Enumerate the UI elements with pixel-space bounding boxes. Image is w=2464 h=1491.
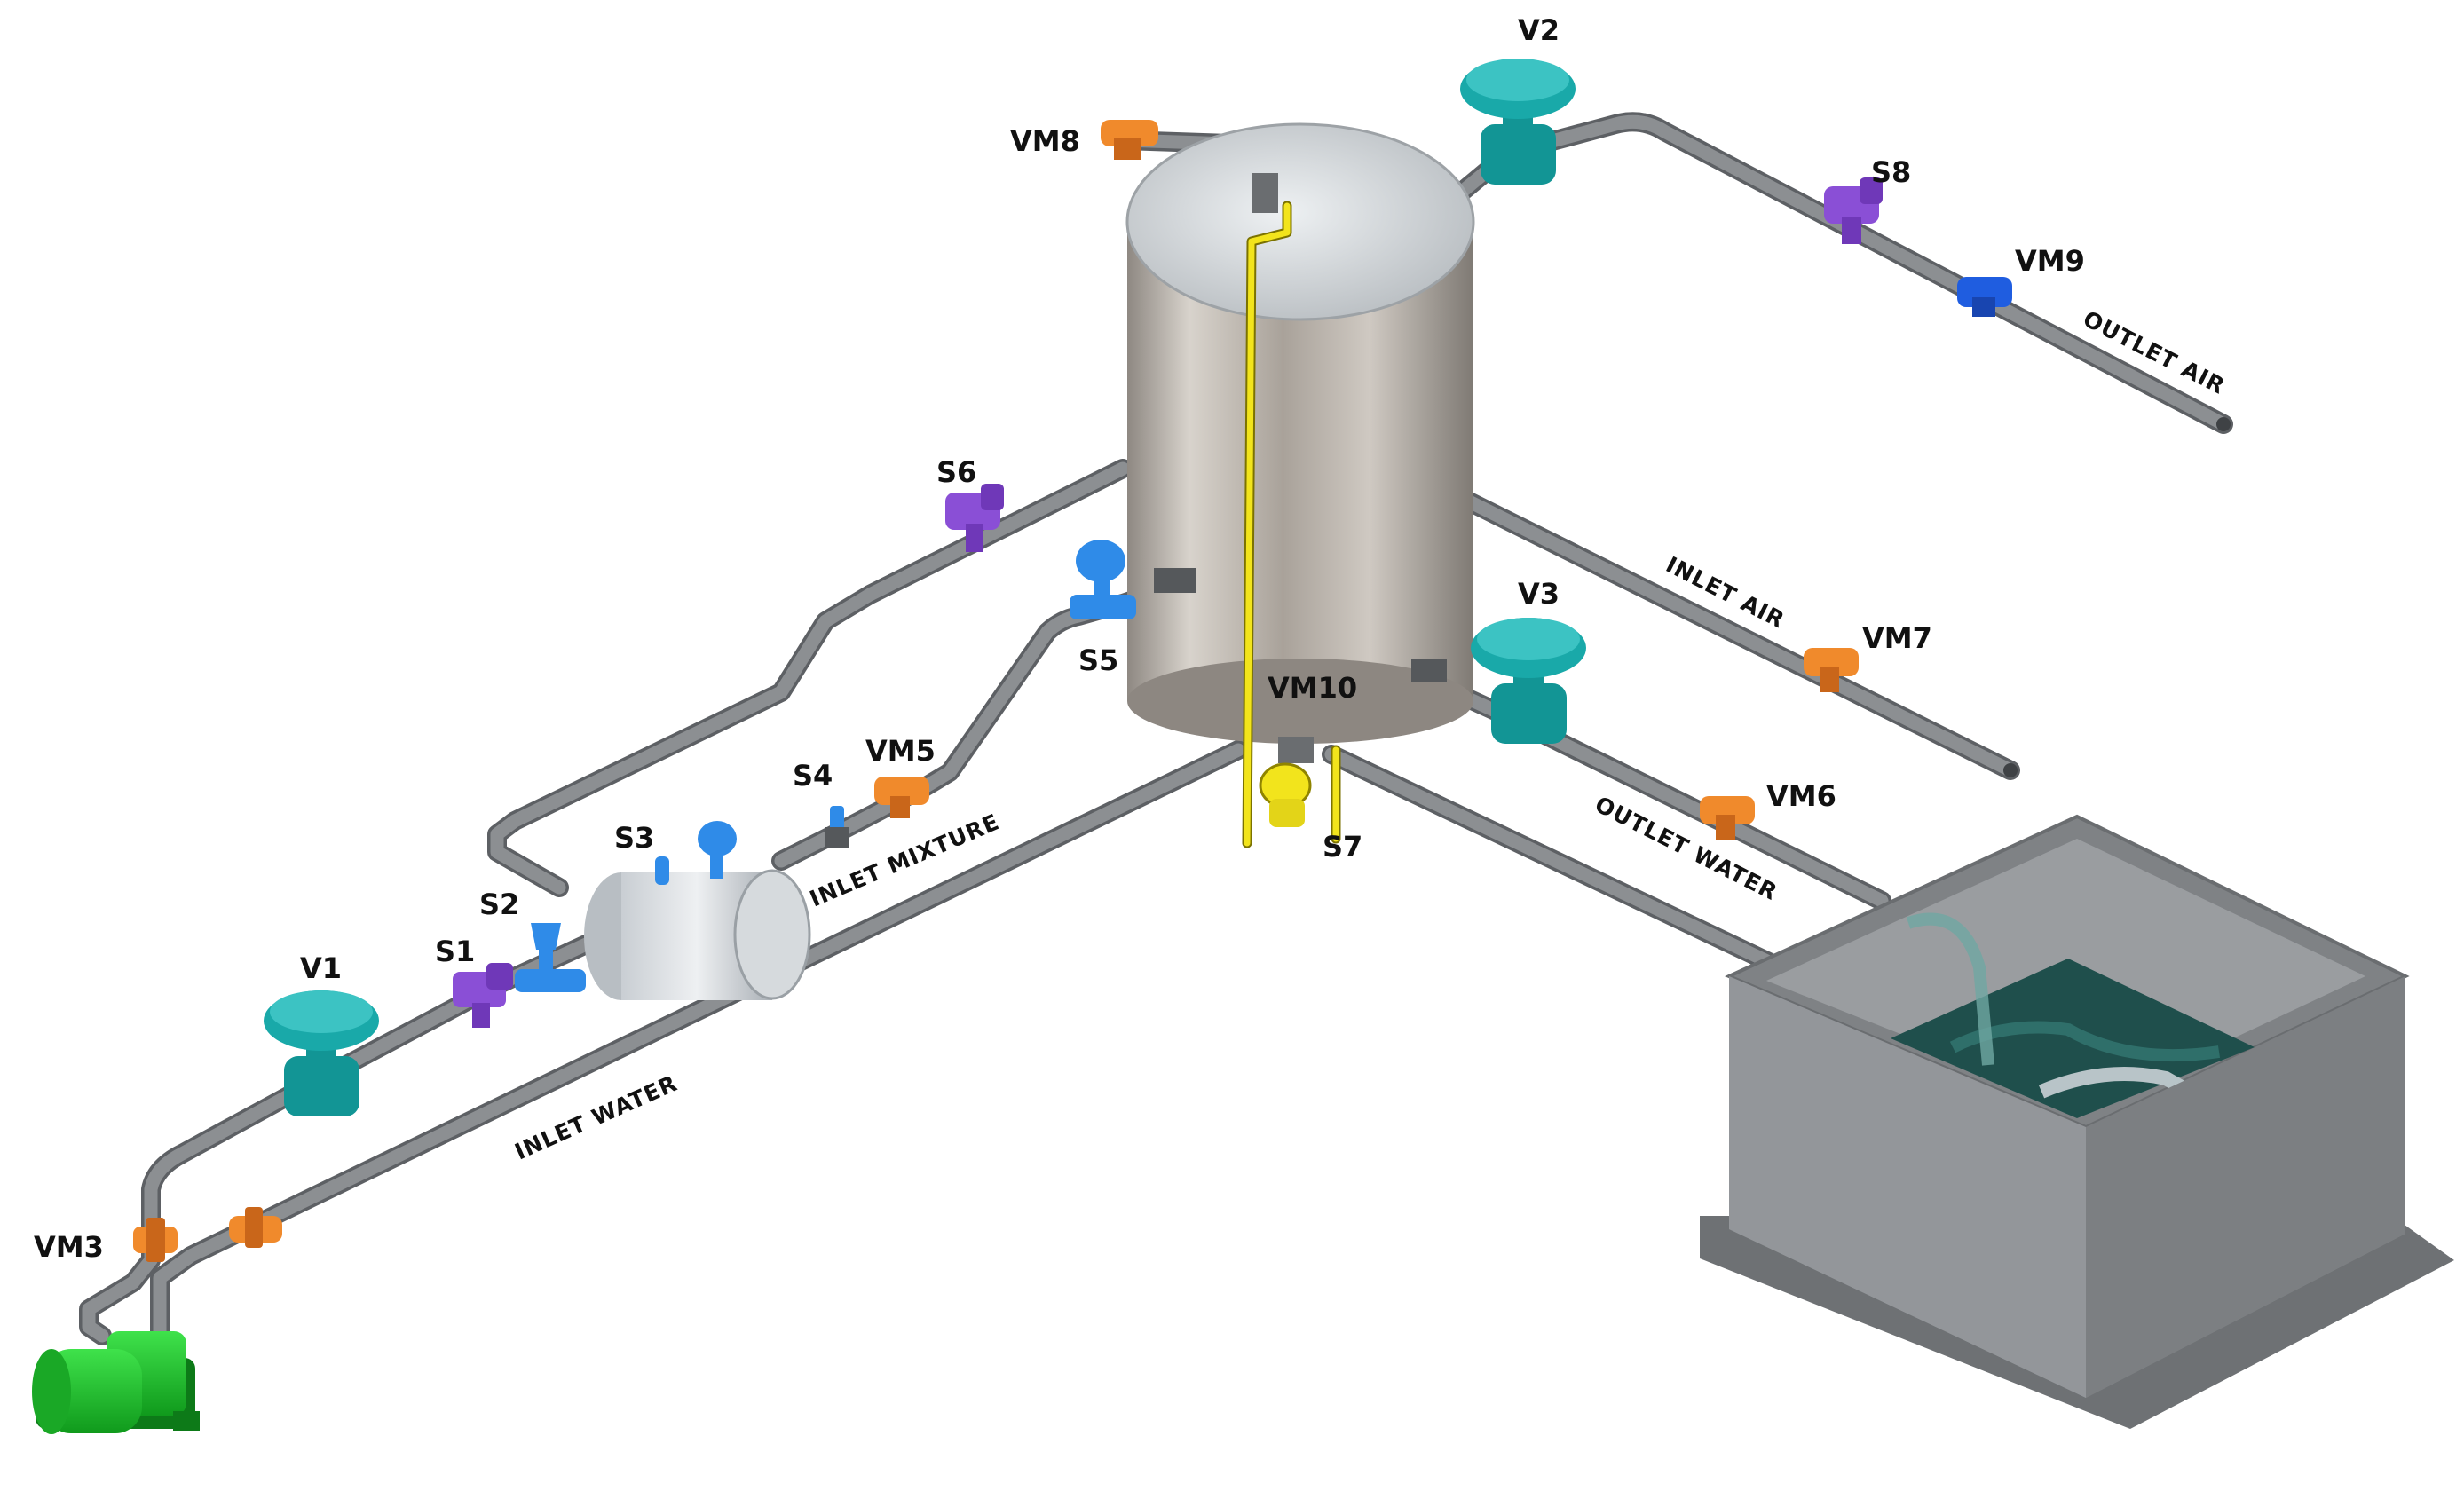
control-valve-v3 <box>1471 618 1586 744</box>
label-s6: S6 <box>936 455 976 489</box>
label-s7: S7 <box>1323 830 1362 864</box>
sensor-s1 <box>453 963 513 1028</box>
label-s4: S4 <box>793 759 833 793</box>
pump-icon <box>32 1331 200 1434</box>
bypass-pipe-outline <box>487 459 1133 897</box>
sensor-s7 <box>1259 762 1312 827</box>
outlet-air-pipe-outline <box>1446 112 2233 434</box>
outlet-air-pipe <box>1449 114 2231 431</box>
manual-valve-vm5 <box>874 777 929 818</box>
inlet-water-pipe <box>153 743 1245 1347</box>
label-vm10: VM10 <box>1268 671 1357 705</box>
label-v3: V3 <box>1518 577 1560 611</box>
label-vm6: VM6 <box>1766 779 1836 813</box>
label-s3: S3 <box>614 821 654 855</box>
outlet-air-pipe-end <box>2216 417 2231 431</box>
bypass-pipe <box>490 462 1130 895</box>
inlet-air-pipe <box>1462 494 2018 777</box>
manual-valve-vm3b <box>229 1207 282 1248</box>
manual-valve-vm8 <box>1101 120 1158 160</box>
manual-valve-vm7 <box>1804 648 1859 692</box>
control-valve-v1 <box>264 990 379 1116</box>
sensor-s5 <box>1070 540 1136 619</box>
separator-tank-icon <box>1125 122 1475 763</box>
mixer-icon <box>584 821 811 1000</box>
reservoir-icon <box>1700 814 2454 1429</box>
main-line-pipe <box>82 929 611 1343</box>
equipment-labels: V1 V2 V3 VM3 VM5 VM6 VM7 VM8 VM9 VM10 S1… <box>34 13 2085 1264</box>
inlet-air-pipe-end <box>2003 763 2018 777</box>
drain-pipe <box>1324 747 1778 970</box>
label-v2: V2 <box>1518 13 1560 47</box>
label-vm3: VM3 <box>34 1230 104 1264</box>
label-s1: S1 <box>435 935 475 968</box>
sensor-s6 <box>945 484 1004 552</box>
manual-valve-vm3 <box>133 1218 178 1262</box>
label-vm5: VM5 <box>865 734 936 768</box>
manual-valve-vm6 <box>1700 796 1755 840</box>
sensor-s2 <box>515 923 586 992</box>
vm10-sight-tube <box>1242 201 1341 848</box>
control-valve-v2 <box>1460 59 1576 185</box>
sensor-s8 <box>1824 178 1883 244</box>
label-v1: V1 <box>300 951 342 985</box>
label-vm8: VM8 <box>1010 124 1080 158</box>
label-vm7: VM7 <box>1862 621 1932 655</box>
label-s5: S5 <box>1078 643 1118 677</box>
flow-sensor-vm9 <box>1957 277 2012 317</box>
label-s8: S8 <box>1871 155 1911 189</box>
label-vm9: VM9 <box>2015 244 2085 278</box>
sensor-s4 <box>825 806 849 848</box>
label-s2: S2 <box>479 888 519 921</box>
